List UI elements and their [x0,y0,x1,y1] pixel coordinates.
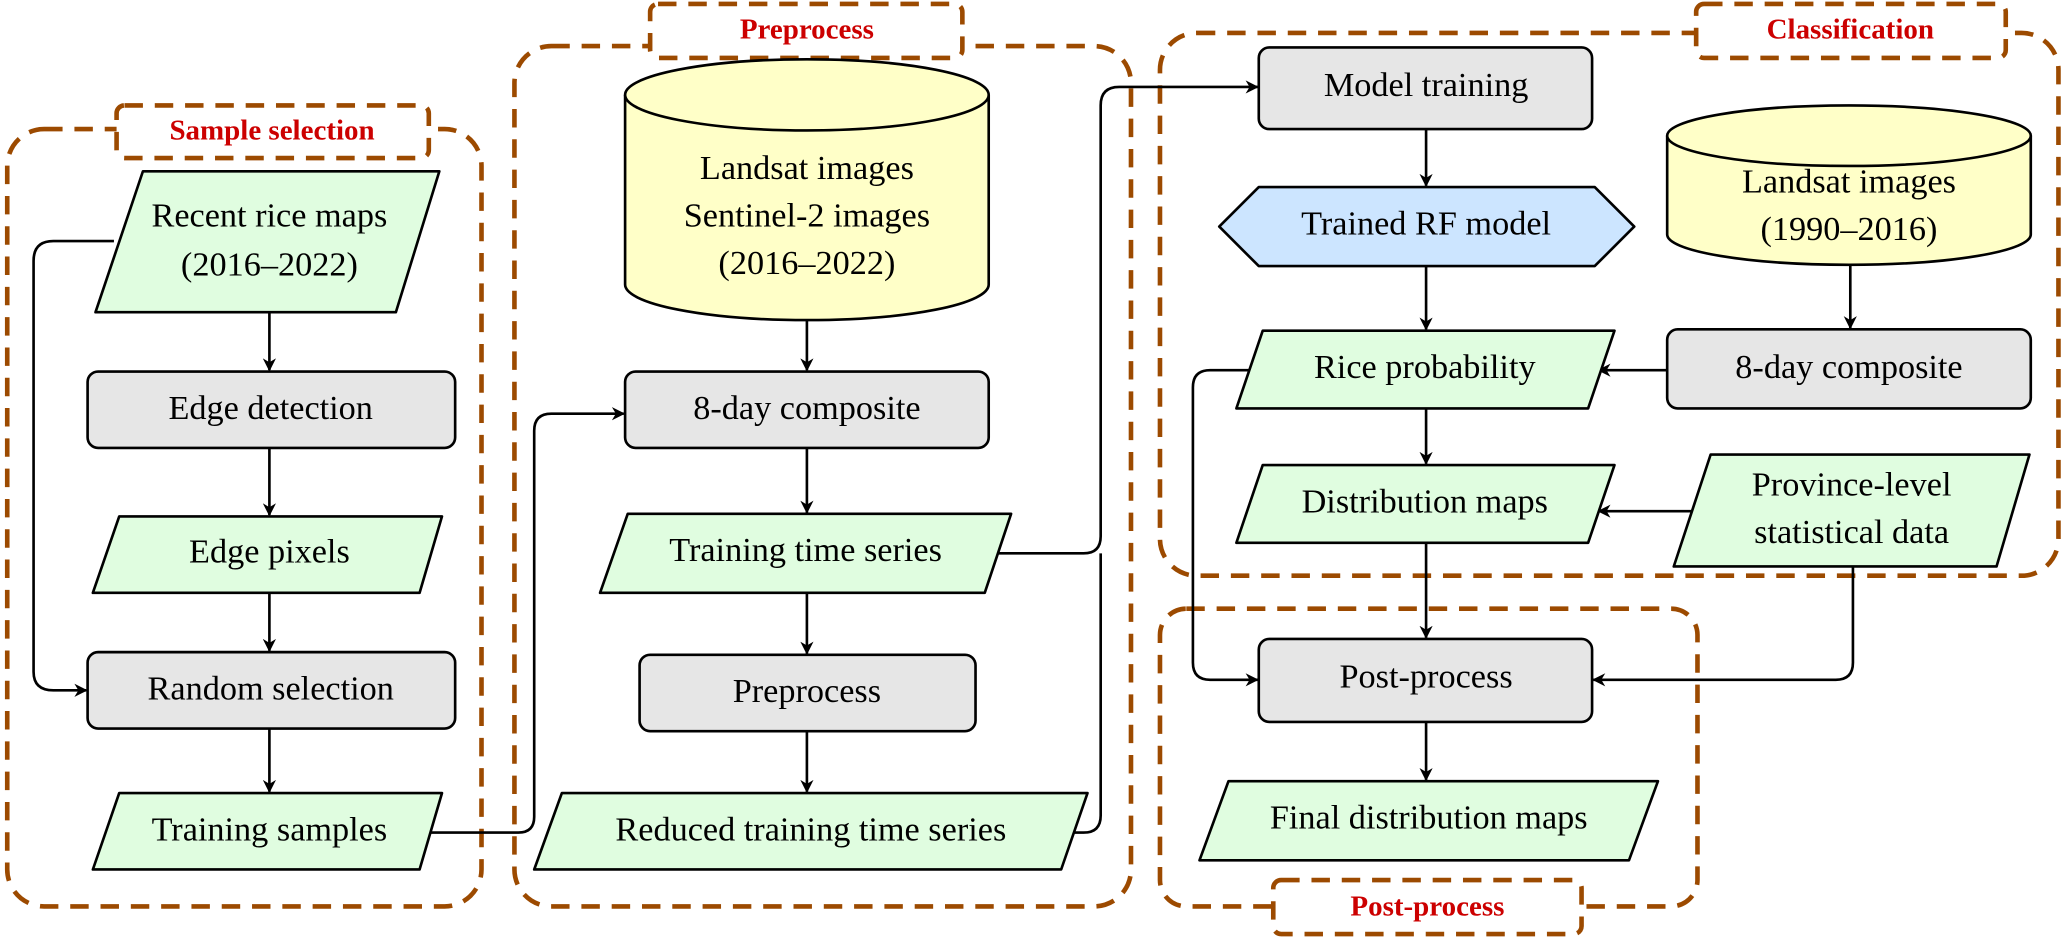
svg-text:Edge detection: Edge detection [168,389,372,427]
group-preprocess: Preprocess [512,1,1134,909]
node-distribution-maps: Distribution maps [1235,463,1616,545]
node-imagery-database-1990-2016: Landsat images (1990–2016) [1665,104,2033,267]
group-sample-selection: Sample selection [4,103,484,909]
svg-text:Random selection: Random selection [148,670,394,708]
node-rice-probability: Rice probability [1235,329,1616,410]
node-province-level-statistics: Province-level statistical data [1672,453,2031,568]
svg-text:Reduced training time series: Reduced training time series [615,810,1006,848]
svg-text:Edge pixels: Edge pixels [189,532,350,570]
node-preprocess: Preprocess [638,653,977,733]
group-label: Post-process [1350,891,1504,923]
svg-text:8-day composite: 8-day composite [693,389,920,427]
node-post-process: Post-process [1257,637,1594,724]
svg-text:Landsat images: Landsat images [1742,162,1956,200]
group-post-process: Post-process [1157,606,1700,937]
node-edge-detection: Edge detection [86,370,457,450]
svg-text:Final distribution maps: Final distribution maps [1270,799,1588,837]
svg-text:Model training: Model training [1324,66,1529,104]
svg-text:Training samples: Training samples [152,810,388,848]
svg-text:Recent rice maps: Recent rice maps [151,197,387,235]
group-label: Classification [1767,13,1934,45]
svg-text:Post-process: Post-process [1340,658,1513,696]
svg-text:Landsat images: Landsat images [700,149,914,187]
svg-text:Trained RF model: Trained RF model [1301,204,1551,242]
svg-text:Preprocess: Preprocess [733,672,881,710]
group-classification: Classification [1157,1,2061,579]
svg-text:statistical data: statistical data [1754,513,1949,551]
node-training-samples: Training samples [91,791,444,871]
svg-text:(2016–2022): (2016–2022) [181,245,358,283]
svg-text:Distribution maps: Distribution maps [1302,482,1548,520]
node-edge-pixels: Edge pixels [91,515,444,595]
connectors [32,80,1857,834]
node-training-time-series: Training time series [598,512,1013,595]
svg-text:Province-level: Province-level [1752,465,1952,503]
svg-text:(2016–2022): (2016–2022) [718,244,895,282]
group-label: Preprocess [740,13,874,45]
node-random-selection: Random selection [86,650,457,730]
svg-text:Sentinel-2 images: Sentinel-2 images [684,197,930,235]
svg-text:Training time series: Training time series [669,531,942,569]
node-imagery-database-2016-2022: Landsat images Sentinel-2 images (2016–2… [623,57,991,322]
node-8-day-composite-historic: 8-day composite [1665,328,2033,410]
node-recent-rice-maps: Recent rice maps (2016–2022) [94,169,441,314]
node-final-distribution-maps: Final distribution maps [1198,779,1660,862]
node-reduced-training-time-series: Reduced training time series [532,791,1089,871]
svg-text:Rice probability: Rice probability [1314,348,1536,386]
svg-text:(1990–2016): (1990–2016) [1761,210,1938,248]
node-trained-rf-model: Trained RF model [1217,185,1636,268]
svg-text:8-day composite: 8-day composite [1735,348,1962,386]
node-8-day-composite-recent: 8-day composite [623,370,991,450]
node-model-training: Model training [1257,46,1594,131]
group-label: Sample selection [169,115,374,147]
